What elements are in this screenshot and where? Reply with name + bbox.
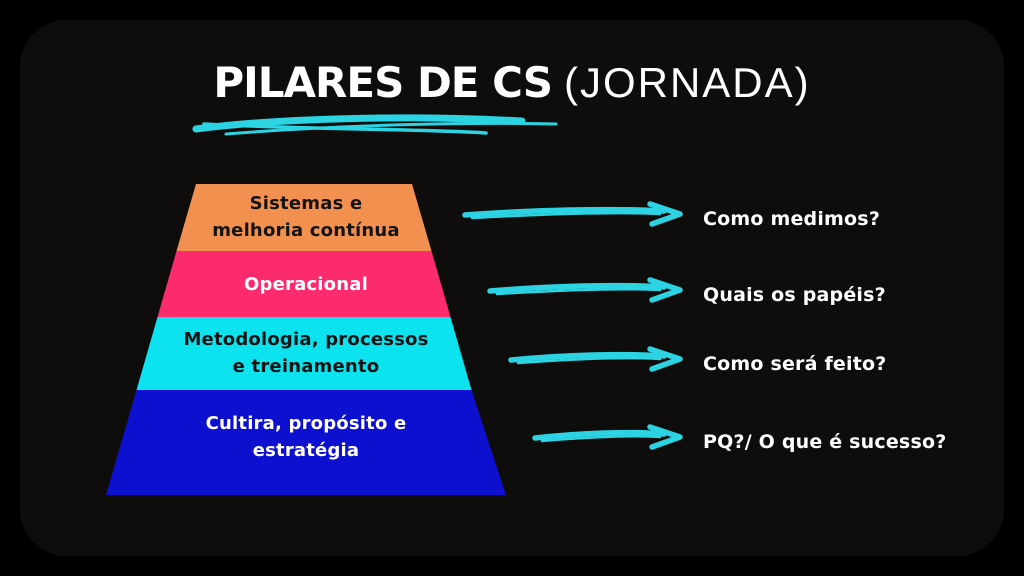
pyramid-diagram (106, 184, 506, 495)
question-text-4: PQ?/ O que é sucesso? (703, 431, 947, 453)
title-underline-scribble-icon (192, 114, 558, 136)
question-row-3: Como será feito? (508, 342, 887, 386)
pyramid-layer-operacional (157, 251, 451, 317)
arrow-right-icon (462, 201, 683, 227)
question-row-4: PQ?/ O que é sucesso? (532, 420, 946, 464)
pyramid-layer-sistemas (176, 184, 432, 251)
arrow-right-icon (508, 346, 683, 372)
question-text-2: Quais os papéis? (703, 284, 886, 306)
arrow-right-icon (487, 277, 683, 303)
pyramid-label-operacional: Operacional (244, 273, 368, 295)
question-text-1: Como medimos? (703, 208, 881, 230)
page-title: PILARES DE CS (JORNADA) (0, 58, 1024, 107)
arrow-right-icon (532, 424, 683, 450)
question-row-1: Como medimos? (462, 197, 880, 241)
question-row-2: Quais os papéis? (487, 273, 886, 317)
pyramid-label-sistemas: Sistemas e melhoria contínua (212, 193, 400, 241)
title-suffix-text: (JORNADA) (563, 59, 811, 106)
pyramid-layer-metodologia (136, 317, 472, 390)
pyramid-label-metodologia: Metodologia, processos e treinamento (183, 329, 429, 377)
pyramid-label-cultura: Cultira, propósito e estratégia (205, 413, 407, 461)
question-text-3: Como será feito? (703, 353, 887, 375)
title-main-text: PILARES DE CS (213, 58, 553, 107)
pyramid-layer-cultura (106, 390, 506, 495)
